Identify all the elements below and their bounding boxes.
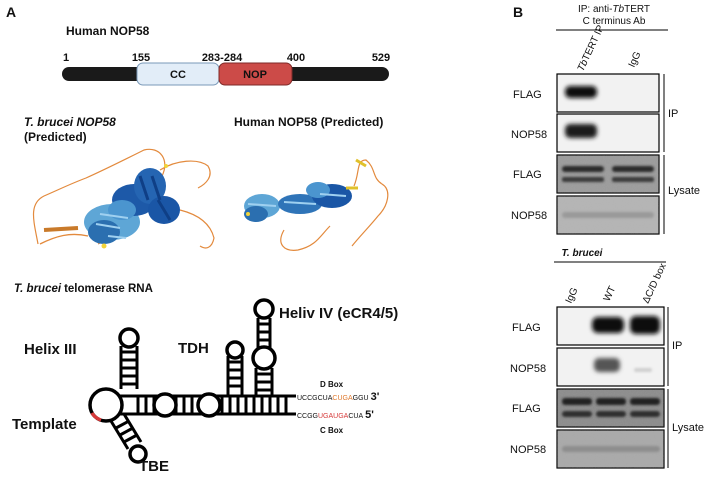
position-1: 1 <box>63 52 69 64</box>
nop-label: NOP <box>243 69 267 81</box>
top-header-line2: C terminus Ab <box>583 16 646 27</box>
top-blot-nop58-ip <box>556 113 660 153</box>
top-blot-flag-ip <box>556 73 660 113</box>
top-blot-nop58-lysate <box>556 195 660 235</box>
panel-b-label: B <box>513 4 523 20</box>
top-header-line1: IP: anti-TbTERT <box>578 4 650 15</box>
domain-map-title: Human NOP58 <box>66 24 150 38</box>
top-group-lysate: Lysate <box>668 185 700 197</box>
c-box-label: C Box <box>320 426 344 435</box>
lane-delta-cd-box: ΔC/D box <box>641 262 669 305</box>
helix-iii-label: Helix III <box>24 341 77 358</box>
tb-structure-title: T. brucei NOP58 <box>24 115 116 129</box>
tdh-label: TDH <box>178 340 209 357</box>
bottom-blot-flag-ip <box>556 306 665 346</box>
top-blot-flag-lysate <box>556 154 660 194</box>
position-529: 529 <box>372 52 390 64</box>
lane-wt: WT <box>602 285 619 304</box>
bottom-row-flag-lysate: FLAG <box>512 403 541 415</box>
tb-structure-subtitle: (Predicted) <box>24 130 87 144</box>
human-nop58-structure-image <box>244 158 389 251</box>
bottom-row-nop58-lysate: NOP58 <box>510 444 546 456</box>
bottom-blot-nop58-lysate <box>556 429 665 469</box>
top-row-nop58-ip: NOP58 <box>511 129 547 141</box>
helix-iv-label: Heliv IV (eCR4/5) <box>279 305 398 322</box>
bottom-row-flag-ip: FLAG <box>512 322 541 334</box>
position-155: 155 <box>132 52 150 64</box>
lane-tbtert-ip: TbTERT IP <box>576 23 607 73</box>
rna-secondary-structure <box>88 298 296 464</box>
bottom-blot-flag-lysate <box>556 388 665 428</box>
cc-label: CC <box>170 69 186 81</box>
position-283-284: 283-284 <box>202 52 243 64</box>
bottom-group-lysate: Lysate <box>672 422 704 434</box>
top-row-flag-lysate: FLAG <box>513 169 542 181</box>
lane-igg-top: IgG <box>627 50 644 69</box>
panel-a-label: A <box>6 4 16 20</box>
top-row-nop58-lysate: NOP58 <box>511 210 547 222</box>
human-structure-title: Human NOP58 (Predicted) <box>234 115 383 129</box>
tbe-label: TBE <box>139 458 169 475</box>
top-row-flag-ip: FLAG <box>513 89 542 101</box>
bottom-header: T. brucei <box>562 248 603 259</box>
position-400: 400 <box>287 52 305 64</box>
bottom-blot-nop58-ip <box>556 347 665 387</box>
bottom-group-ip: IP <box>672 340 682 352</box>
nop-domain <box>218 62 293 86</box>
template-label: Template <box>12 416 77 433</box>
top-group-ip: IP <box>668 108 678 120</box>
tb-nop58-structure-image <box>32 148 215 249</box>
d-box-label: D Box <box>320 380 344 389</box>
bottom-row-nop58-ip: NOP58 <box>510 363 546 375</box>
lane-igg-bottom: IgG <box>564 286 581 305</box>
